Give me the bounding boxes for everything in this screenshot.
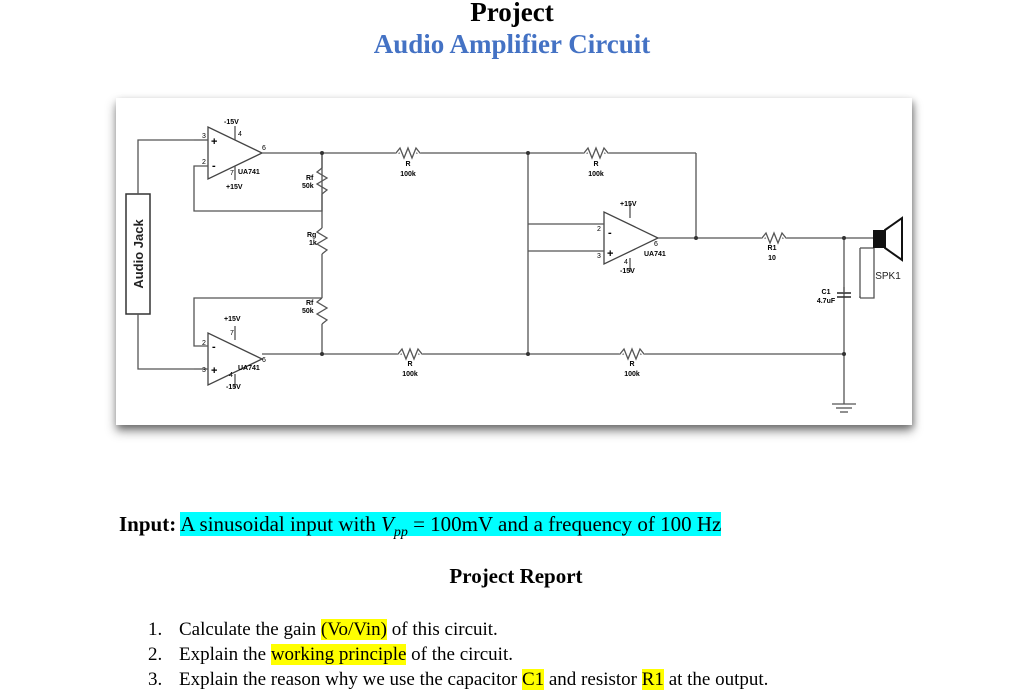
resistor-r1-zig: [761, 231, 787, 245]
audio-jack-label: Audio Jack: [131, 219, 146, 289]
list-text: Explain the reason why we use the capaci…: [179, 669, 522, 690]
list-highlight: working principle: [270, 644, 407, 665]
resistor-r-top-right-zig: [583, 146, 609, 160]
list-number: 3.: [148, 669, 163, 690]
opamp-top-pos-supply: +15V: [226, 184, 243, 191]
speaker-icon: [873, 216, 903, 262]
list-highlight: C1: [521, 669, 545, 690]
opamp-mid-pin2: 2: [597, 226, 601, 233]
list-text: Explain the: [179, 644, 271, 665]
page-subtitle: Audio Amplifier Circuit: [373, 29, 651, 59]
opamp-bottom-symbol: [207, 331, 264, 387]
list-highlight: (Vo/Vin): [320, 619, 387, 640]
opamp-bottom-pin7: 7: [230, 330, 234, 337]
wire-jack-bottom: [137, 314, 194, 370]
report-list: 1. Calculate the gain (Vo/Vin) of this ci…: [148, 617, 768, 692]
report-title: Project Report: [449, 564, 583, 588]
page-title: Project: [470, 0, 554, 27]
input-var-sub: pp: [393, 525, 408, 541]
r-bottom-right-name: R: [629, 361, 634, 368]
circuit-diagram: Audio Jack -15V 4 3 2 + - 6 7 UA741 +15V…: [116, 98, 912, 425]
list-highlight: R1: [641, 669, 664, 690]
opamp-mid-symbol: [603, 210, 660, 266]
opamp-bottom-pin2: 2: [202, 340, 206, 347]
opamp-mid-neg-supply: -15V: [620, 268, 635, 275]
opamp-top-pin3: 3: [202, 133, 206, 140]
opamp-top-pin4: 4: [238, 131, 242, 138]
opamp-bottom-plus: +: [211, 365, 217, 377]
r-bottom-left-value: 100k: [402, 371, 418, 378]
rf-bottom-value: 50k: [302, 308, 314, 315]
list-item: 1. Calculate the gain (Vo/Vin) of this ci…: [148, 617, 768, 642]
resistor-r-bottom-left-zig: [397, 347, 423, 361]
opamp-top-plus: +: [211, 136, 217, 148]
list-item: 3. Explain the reason why we use the capa…: [148, 667, 768, 692]
wire-jack-top: [137, 139, 194, 194]
circuit-schematic: Audio Jack -15V 4 3 2 + - 6 7 UA741 +15V…: [125, 119, 903, 413]
list-number: 2.: [148, 644, 163, 665]
list-number: 1.: [148, 619, 163, 640]
rg-name: Rg: [307, 232, 316, 239]
r1-value: 10: [768, 255, 776, 262]
list-text: of this circuit.: [387, 619, 498, 640]
r-top-left-name: R: [405, 161, 410, 168]
rg-value: 1k: [309, 240, 317, 247]
opamp-bottom-pos-supply: +15V: [224, 316, 241, 323]
opamp-top-pin2: 2: [202, 159, 206, 166]
opamp-mid-pin4: 4: [624, 259, 628, 266]
opamp-bottom-minus: -: [212, 341, 216, 353]
opamp-mid-pin6: 6: [654, 241, 658, 248]
resistor-rf-bottom-zig: [315, 297, 329, 325]
input-variable: Vpp: [380, 512, 408, 540]
opamp-top-name: UA741: [238, 169, 260, 176]
opamp-mid-name: UA741: [644, 251, 666, 258]
opamp-top-minus: -: [212, 160, 216, 172]
opamp-bottom-neg-supply: -15V: [226, 384, 241, 391]
list-text: Calculate the gain: [179, 619, 321, 640]
rf-top-value: 50k: [302, 183, 314, 190]
opamp-bottom-pin3: 3: [202, 367, 206, 374]
list-text: at the output.: [663, 669, 769, 690]
r-top-right-value: 100k: [588, 171, 604, 178]
opamp-bottom-name: UA741: [238, 365, 260, 372]
opamp-bottom-pin4: 4: [229, 372, 233, 379]
r-top-left-value: 100k: [400, 171, 416, 178]
opamp-mid-minus: -: [608, 227, 612, 239]
resistor-r-top-left-zig: [395, 146, 421, 160]
list-text: and resistor: [544, 669, 642, 690]
resistor-rg-zig: [315, 227, 329, 255]
rf-bottom-name: Rf: [306, 300, 314, 307]
input-description: Input: A sinusoidal input with Vpp = 100…: [119, 510, 722, 547]
r-bottom-left-name: R: [407, 361, 412, 368]
r1-name: R1: [768, 245, 777, 252]
list-item: 2. Explain the working principle of the c…: [148, 642, 768, 667]
opamp-top-neg-supply: -15V: [224, 119, 239, 126]
c1-name: C1: [822, 289, 831, 296]
opamp-mid-pos-supply: +15V: [620, 201, 637, 208]
opamp-mid-plus: +: [607, 248, 613, 260]
input-highlight: A sinusoidal input with Vpp = 100mV and …: [180, 512, 722, 540]
speaker-label: SPK1: [875, 271, 901, 282]
resistor-rf-top-zig: [315, 167, 329, 195]
rf-top-name: Rf: [306, 175, 314, 182]
input-var: V: [380, 512, 394, 536]
opamp-top-pin6: 6: [262, 145, 266, 152]
input-text-after: = 100mV and a frequency of 100 Hz: [407, 512, 722, 536]
opamp-top-pin7: 7: [230, 170, 234, 177]
r-top-right-name: R: [593, 161, 598, 168]
list-text: of the circuit.: [406, 644, 513, 665]
opamp-mid-pin3: 3: [597, 253, 601, 260]
r-bottom-right-value: 100k: [624, 371, 640, 378]
input-label: Input:: [119, 512, 177, 536]
resistor-r-bottom-right-zig: [619, 347, 645, 361]
input-text-before: A sinusoidal input with: [180, 512, 381, 536]
c1-value: 4.7uF: [817, 298, 836, 305]
opamp-bottom-pin6: 6: [262, 357, 266, 364]
